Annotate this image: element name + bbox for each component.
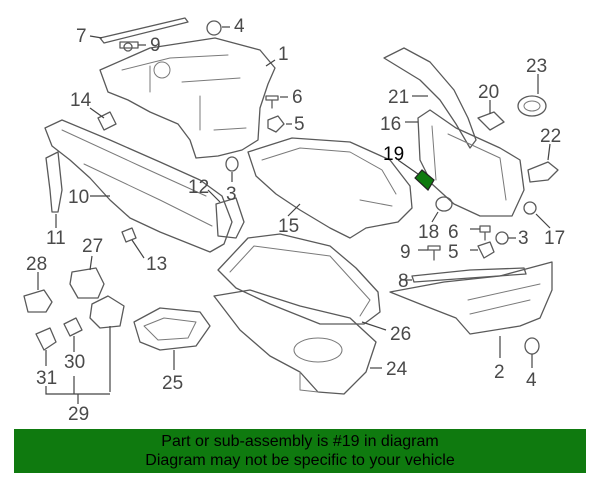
part-6-screw-right (470, 225, 491, 241)
label-6-right: 6 (448, 222, 459, 243)
label-19: 19 (383, 144, 404, 165)
label-27: 27 (82, 236, 103, 257)
label-29: 29 (68, 404, 89, 425)
label-5-right: 5 (448, 242, 459, 263)
part-9-clip-right (418, 245, 441, 261)
label-9: 9 (150, 35, 161, 56)
part-1-side-cover (99, 37, 276, 159)
label-21: 21 (388, 87, 409, 108)
part-10-side-trim (44, 119, 233, 253)
part-24-spare-tub (213, 289, 382, 395)
part-4-grommet-bottom (524, 337, 540, 368)
label-1: 1 (278, 44, 289, 65)
notice-banner: Part or sub-assembly is #19 in diagram D… (14, 429, 586, 473)
label-25: 25 (162, 373, 183, 394)
part-21-outer-panel (383, 47, 477, 149)
label-22: 22 (540, 126, 561, 147)
label-5: 5 (294, 114, 305, 135)
part-7-strip (89, 17, 189, 44)
part-27-latch (69, 255, 105, 299)
label-26: 26 (390, 324, 411, 345)
part-3-grommet-right (495, 231, 516, 245)
label-24: 24 (386, 359, 408, 380)
part-30-bulb (63, 317, 83, 352)
part-12-bracket (207, 189, 245, 239)
part-4-grommet (206, 20, 230, 36)
label-4: 4 (234, 16, 245, 37)
label-6: 6 (292, 87, 303, 108)
label-20: 20 (478, 82, 499, 103)
part-19-highlighted[interactable] (397, 159, 435, 191)
label-18: 18 (418, 222, 439, 243)
part-2-sill-trim (389, 261, 553, 358)
label-31: 31 (36, 368, 57, 389)
part-18-grommet (431, 196, 453, 223)
part-5-nut (267, 115, 292, 133)
part-14-bracket (89, 107, 117, 131)
label-23: 23 (526, 56, 547, 77)
label-9-right: 9 (400, 242, 411, 263)
part-15-floor-board (247, 137, 413, 239)
part-5-nut-right (470, 241, 495, 259)
part-26-floor-cover (217, 233, 387, 331)
callout-labels: 7 9 4 1 6 5 14 10 11 12 3 13 15 21 16 19… (26, 16, 565, 425)
part-13-clip (121, 227, 145, 259)
label-28: 28 (26, 254, 47, 275)
label-4-bottom: 4 (526, 370, 537, 391)
label-15: 15 (278, 216, 299, 237)
label-13: 13 (146, 254, 167, 275)
part-20-latch (477, 100, 505, 131)
label-3-right: 3 (518, 228, 529, 249)
part-31-socket (35, 327, 57, 366)
label-11: 11 (46, 228, 66, 249)
part-29-lamp-assembly (89, 295, 125, 392)
label-14: 14 (70, 90, 92, 111)
label-30: 30 (64, 352, 85, 373)
part-16-right-trim (405, 109, 525, 217)
label-7: 7 (76, 26, 87, 47)
label-8: 8 (398, 271, 409, 292)
label-12: 12 (188, 177, 209, 198)
label-2: 2 (494, 362, 505, 383)
part-11-hook (45, 151, 63, 228)
part-6-screw (265, 95, 288, 109)
label-3: 3 (226, 184, 237, 205)
part-8-strip (400, 267, 527, 283)
notice-line-2: Diagram may not be specific to your vehi… (145, 452, 455, 469)
label-17: 17 (544, 228, 565, 249)
label-16: 16 (380, 114, 401, 135)
part-23-grommet (517, 74, 547, 117)
part-28-switch (23, 272, 53, 313)
label-10: 10 (68, 187, 89, 208)
part-22-cover (527, 143, 559, 183)
part-17-nut (523, 201, 551, 229)
notice-line-1: Part or sub-assembly is #19 in diagram (161, 433, 439, 450)
part-9-clip (119, 41, 146, 52)
part-3-grommet-left (225, 156, 239, 182)
part-25-storage-tray (133, 307, 211, 370)
